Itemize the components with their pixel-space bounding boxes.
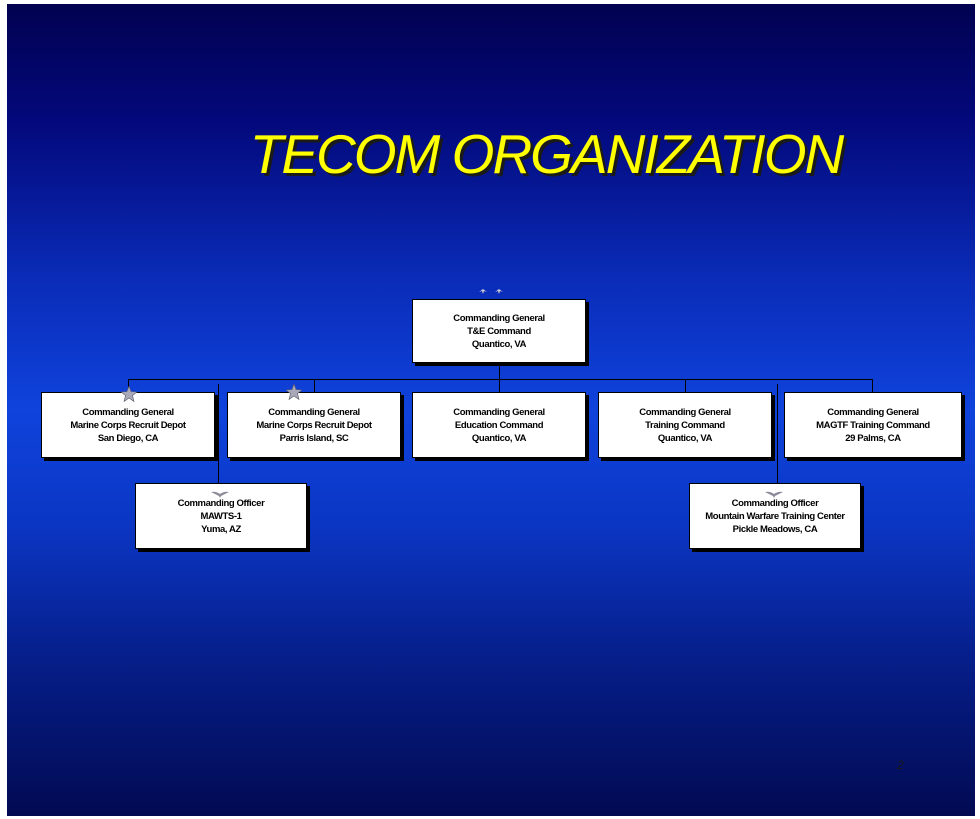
- connector-unit-5: [872, 379, 873, 393]
- star-icon: [286, 384, 302, 400]
- box-command: Education Command: [454, 419, 544, 431]
- box-command: Marine Corps Recruit Depot: [70, 419, 186, 431]
- connector-horizontal-bus: [128, 379, 873, 380]
- box-location: San Diego, CA: [97, 432, 159, 444]
- connector-unit-1: [128, 379, 129, 393]
- box-location: Quantico, VA: [471, 432, 527, 444]
- eagle-icon: [211, 491, 229, 498]
- org-box-unit-4: Commanding General Training Command Quan…: [598, 392, 772, 458]
- two-star-insignia: [479, 289, 503, 294]
- org-box-unit-5: Commanding General MAGTF Training Comman…: [784, 392, 962, 458]
- box-role: Commanding General: [268, 406, 360, 418]
- connector-unit-2: [314, 379, 315, 393]
- box-role: Commanding Officer: [177, 497, 265, 509]
- connector-root-down: [499, 362, 500, 379]
- slide-title: TECOM ORGANIZATION: [249, 123, 844, 185]
- box-location: 29 Palms, CA: [845, 432, 901, 444]
- star-icon: [121, 386, 137, 402]
- box-role: Commanding General: [82, 406, 174, 418]
- box-command: Training Command: [645, 419, 725, 431]
- box-location: Yuma, AZ: [201, 523, 241, 535]
- org-box-root: Commanding General T&E Command Quantico,…: [412, 299, 586, 363]
- eagle-icon: [765, 491, 783, 498]
- box-location: Quantico, VA: [471, 338, 527, 350]
- connector-unit-4: [685, 379, 686, 393]
- box-role: Commanding General: [827, 406, 919, 418]
- org-box-unit-3: Commanding General Education Command Qua…: [412, 392, 586, 458]
- connector-sub-2: [777, 384, 778, 484]
- box-command: MAWTS-1: [200, 510, 242, 522]
- box-location: Parris Island, SC: [279, 432, 349, 444]
- slide: TECOM ORGANIZATION Commanding General T&…: [7, 4, 975, 816]
- box-role: Commanding General: [639, 406, 731, 418]
- box-role: Commanding General: [453, 406, 545, 418]
- connector-sub-1: [218, 384, 219, 484]
- box-command: Marine Corps Recruit Depot: [256, 419, 372, 431]
- box-command: T&E Command: [467, 325, 531, 337]
- box-command: Mountain Warfare Training Center: [705, 510, 845, 522]
- page-number: 2: [897, 758, 904, 772]
- box-location: Pickle Meadows, CA: [732, 523, 818, 535]
- box-role: Commanding Officer: [731, 497, 819, 509]
- box-role: Commanding General: [453, 312, 545, 324]
- connector-unit-3: [499, 379, 500, 393]
- box-location: Quantico, VA: [657, 432, 713, 444]
- org-box-unit-1: Commanding General Marine Corps Recruit …: [41, 392, 215, 458]
- box-command: MAGTF Training Command: [816, 419, 930, 431]
- org-box-unit-2: Commanding General Marine Corps Recruit …: [227, 392, 401, 458]
